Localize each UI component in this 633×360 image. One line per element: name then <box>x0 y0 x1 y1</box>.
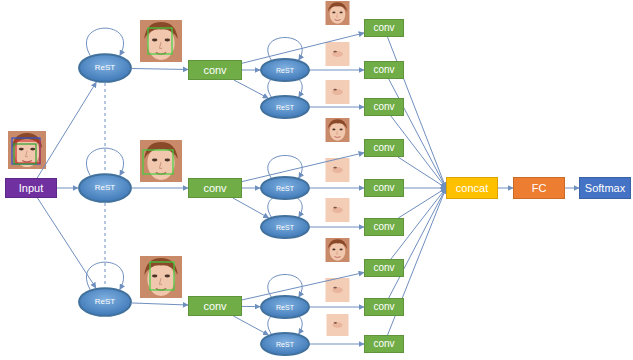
node-label: conv <box>373 23 394 33</box>
node-label: conv <box>373 222 394 232</box>
connector <box>242 272 364 299</box>
node-label: ReST <box>95 64 115 72</box>
node-label: ReST <box>95 298 115 306</box>
connector <box>105 203 106 287</box>
node-label: ReST <box>276 304 294 311</box>
node-label: conv <box>373 102 394 112</box>
rest-module: ReST <box>78 287 132 317</box>
connector <box>310 188 364 189</box>
fc-box: FC <box>513 177 565 199</box>
connector <box>233 198 269 218</box>
conv-box: conv <box>364 259 404 277</box>
node-label: conv <box>373 339 394 349</box>
node-label: ReST <box>276 104 294 111</box>
conv-box: conv <box>364 139 404 157</box>
self-loop <box>268 38 302 61</box>
connector <box>310 227 364 228</box>
crop-face <box>140 20 182 62</box>
crop-face <box>140 140 182 182</box>
connector <box>389 79 446 188</box>
conv-box: conv <box>188 60 242 80</box>
connector <box>132 188 188 189</box>
conv-box: conv <box>188 178 242 198</box>
connector <box>242 33 364 63</box>
connector <box>242 306 260 307</box>
node-label: Input <box>19 183 43 194</box>
connector <box>242 188 260 189</box>
rest-module: ReST <box>260 332 310 356</box>
rest-module: ReST <box>260 95 310 119</box>
node-label: ReST <box>276 67 294 74</box>
node-label: Softmax <box>585 183 625 194</box>
conv-box: conv <box>188 296 242 316</box>
connector <box>498 188 513 189</box>
node-label: conv <box>203 183 226 194</box>
connector <box>398 188 446 218</box>
conv-box: conv <box>364 218 404 236</box>
connector <box>389 188 446 298</box>
connector <box>310 344 364 345</box>
rest-module: ReST <box>78 53 132 83</box>
node-label: ReST <box>276 341 294 348</box>
conv-box: conv <box>364 298 404 316</box>
thumb-face <box>326 238 350 262</box>
node-label: conv <box>373 65 394 75</box>
rest-module: ReST <box>260 295 310 319</box>
node-label: conv <box>203 65 226 76</box>
crop-face <box>140 256 182 298</box>
node-label: concat <box>456 183 488 194</box>
node-label: FC <box>532 183 547 194</box>
node-label: ReST <box>276 185 294 192</box>
connector <box>132 303 188 305</box>
input-face <box>8 131 46 169</box>
connector <box>310 70 364 71</box>
connector <box>404 188 446 189</box>
connector <box>233 316 268 335</box>
node-label: conv <box>373 302 394 312</box>
thumb-face <box>326 118 350 142</box>
thumb-face <box>326 1 350 25</box>
connector <box>105 83 106 173</box>
self-loop <box>268 275 302 298</box>
self-loop <box>268 156 302 179</box>
thumb-crop <box>326 278 350 302</box>
thumb-crop <box>326 198 350 222</box>
node-label: conv <box>373 143 394 153</box>
conv-box: conv <box>364 335 404 353</box>
rest-module: ReST <box>260 176 310 200</box>
conv-box: conv <box>364 61 404 79</box>
self-loop <box>86 28 123 55</box>
softmax-box: Softmax <box>579 177 631 199</box>
connector <box>242 70 260 71</box>
connector <box>242 153 364 182</box>
input-box: Input <box>5 178 57 198</box>
connector <box>57 188 78 189</box>
connector <box>398 157 446 188</box>
connector <box>234 80 268 98</box>
connector <box>310 107 364 108</box>
concat-box: concat <box>446 177 498 199</box>
connector <box>37 82 96 178</box>
rest-module: ReST <box>78 173 132 203</box>
node-label: ReST <box>276 224 294 231</box>
node-label: conv <box>203 301 226 312</box>
node-label: ReST <box>95 184 115 192</box>
thumb-crop <box>326 80 350 104</box>
node-label: conv <box>373 183 394 193</box>
conv-box: conv <box>364 98 404 116</box>
conv-box: conv <box>364 179 404 197</box>
rest-module: ReST <box>260 215 310 239</box>
thumb-crop <box>326 158 350 182</box>
connector <box>565 188 579 189</box>
rest-module: ReST <box>260 58 310 82</box>
conv-box: conv <box>364 19 404 37</box>
thumb-crop <box>327 314 349 336</box>
thumb-crop <box>326 42 350 66</box>
connector <box>310 307 364 308</box>
node-label: conv <box>373 263 394 273</box>
connector <box>132 68 188 69</box>
